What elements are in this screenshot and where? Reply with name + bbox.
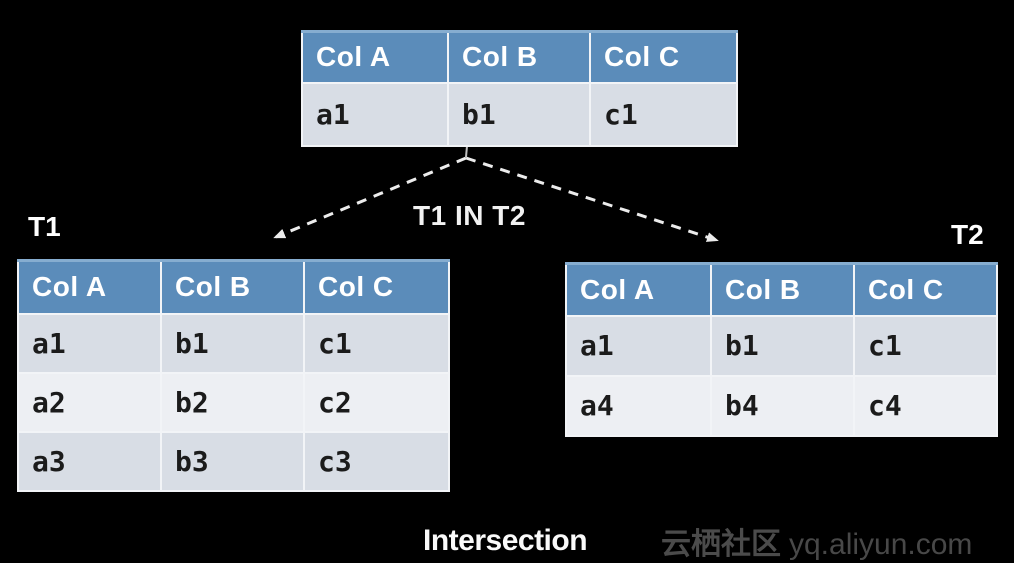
left-arrow [273, 156, 467, 239]
table-cell: a4 [565, 374, 712, 437]
column-header: Col B [710, 262, 855, 317]
column-header: Col A [17, 259, 162, 315]
table-cell: c1 [853, 314, 998, 377]
table-cell: b1 [160, 312, 305, 374]
column-header: Col A [565, 262, 712, 317]
table-cell: a2 [17, 371, 162, 433]
table-cell: b1 [710, 314, 855, 377]
header-row: Col A Col B Col C [17, 259, 450, 315]
t2-label: T2 [951, 219, 984, 250]
table-cell: a1 [17, 312, 162, 374]
table-cell: b3 [160, 430, 305, 492]
watermark-site-name: 云栖社区 [661, 528, 781, 561]
t1-table: Col A Col B Col C a1 b1 c1 a2 b2 c2 a3 b… [17, 259, 450, 492]
column-header: Col B [160, 259, 305, 315]
column-header: Col A [301, 30, 449, 84]
table-cell: c4 [853, 374, 998, 437]
arrow-stub [465, 145, 468, 158]
column-header: Col C [853, 262, 998, 317]
table-cell: c2 [303, 371, 450, 433]
right-arrow [465, 156, 719, 242]
header-row: Col A Col B Col C [301, 30, 738, 84]
table-cell: a1 [301, 81, 449, 147]
table-cell: a3 [17, 430, 162, 492]
table-cell: c3 [303, 430, 450, 492]
column-header: Col C [303, 259, 450, 315]
column-header: Col B [447, 30, 591, 84]
column-header: Col C [589, 30, 738, 84]
t2-table: Col A Col B Col C a1 b1 c1 a4 b4 c4 [565, 262, 998, 437]
table-row: a1 b1 c1 [565, 314, 998, 377]
table-row: a3 b3 c3 [17, 430, 450, 492]
table-cell: a1 [565, 314, 712, 377]
table-cell: b1 [447, 81, 591, 147]
watermark-site-url: yq.aliyun.com [789, 528, 973, 561]
table-row: a4 b4 c4 [565, 374, 998, 437]
header-row: Col A Col B Col C [565, 262, 998, 317]
table-cell: c1 [303, 312, 450, 374]
table-cell: c1 [589, 81, 738, 147]
table-row: a1 b1 c1 [301, 81, 738, 147]
table-row: a1 b1 c1 [17, 312, 450, 374]
result-table: Col A Col B Col C a1 b1 c1 [301, 30, 738, 147]
table-cell: b2 [160, 371, 305, 433]
relation-label: T1 IN T2 [413, 200, 526, 231]
table-cell: b4 [710, 374, 855, 437]
t1-label: T1 [28, 211, 61, 242]
table-row: a2 b2 c2 [17, 371, 450, 433]
operation-label: Intersection [423, 524, 588, 557]
